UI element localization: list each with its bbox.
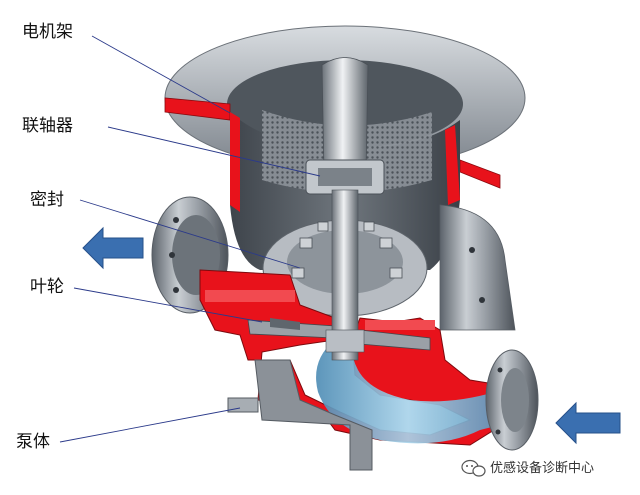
fluid-passage xyxy=(316,340,500,444)
impeller xyxy=(247,318,431,351)
leader-line-pump-body xyxy=(59,407,241,443)
wechat-icon xyxy=(461,459,486,477)
leader-lines xyxy=(59,35,321,443)
watermark-text: 优感设备诊断中心 xyxy=(490,460,594,476)
pump-casing-rear xyxy=(439,204,516,331)
watermark: 优感设备诊断中心 xyxy=(461,459,594,477)
leader-line-seal xyxy=(79,199,301,269)
inlet-flow-arrow xyxy=(555,401,621,445)
label-coupling: 联轴器 xyxy=(22,116,73,136)
outlet-flow-arrow xyxy=(82,226,144,270)
label-impeller: 叶轮 xyxy=(30,277,64,297)
seal-bolts xyxy=(291,221,403,279)
label-motor-frame: 电机架 xyxy=(22,22,73,42)
inlet-flange xyxy=(485,349,539,451)
leader-line-motor-frame xyxy=(91,35,231,114)
leader-line-coupling xyxy=(107,126,321,177)
leader-line-impeller xyxy=(73,287,263,323)
pump-shaft xyxy=(305,57,385,361)
label-pump-body: 泵体 xyxy=(16,432,50,452)
label-seal: 密封 xyxy=(30,190,64,210)
